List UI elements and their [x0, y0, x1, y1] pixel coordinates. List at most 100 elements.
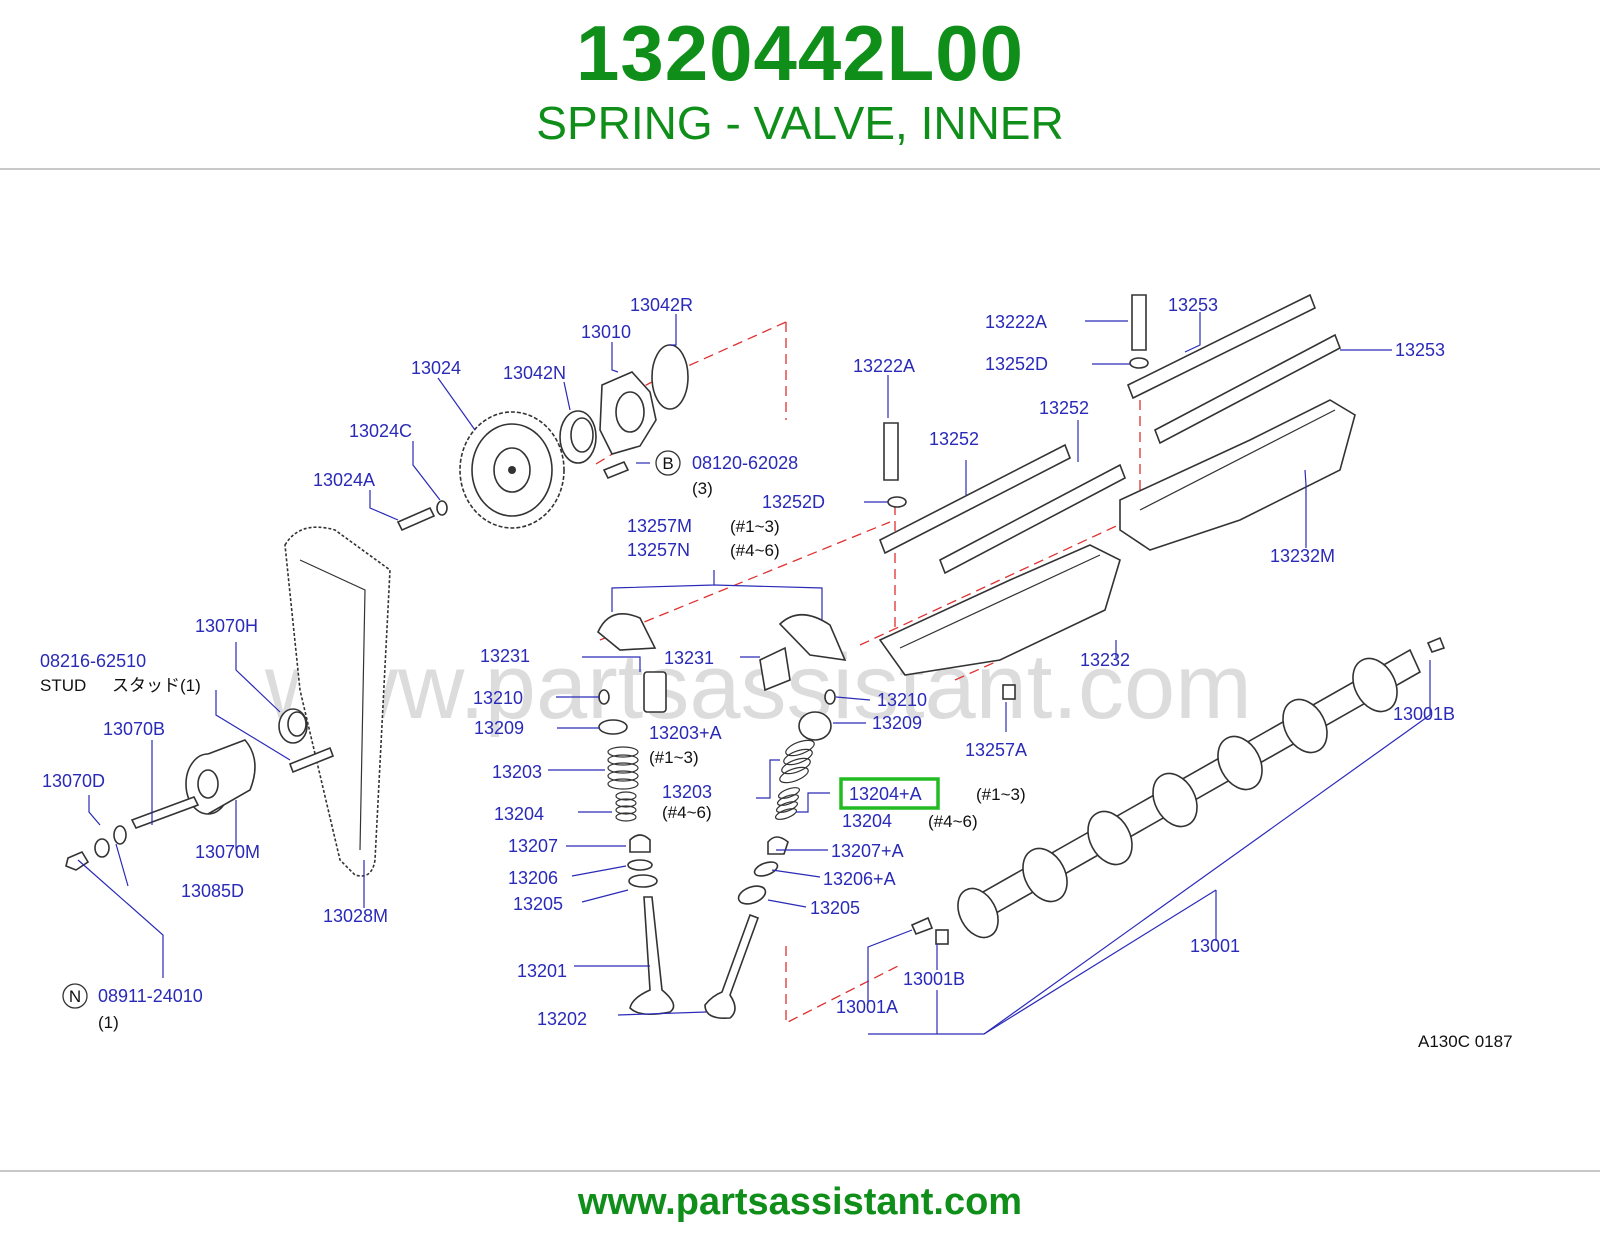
timing-belt — [284, 526, 391, 877]
label-13204-right-note: (#4~6) — [928, 812, 978, 831]
label-13206a[interactable]: 13206+A — [823, 869, 896, 889]
label-13205-right[interactable]: 13205 — [810, 898, 860, 918]
valve-spring-outer-right — [779, 739, 815, 784]
label-13203a-note: (#1~3) — [649, 748, 699, 767]
label-13203a[interactable]: 13203+A — [649, 723, 722, 743]
label-13202[interactable]: 13202 — [537, 1009, 587, 1029]
rocker-arm-assembly-upper — [1119, 399, 1356, 551]
label-13204-left[interactable]: 13204 — [494, 804, 544, 824]
label-13001a[interactable]: 13001A — [836, 997, 898, 1017]
timing-pulley — [459, 411, 565, 529]
label-13252-left[interactable]: 13252 — [929, 429, 979, 449]
label-13257a[interactable]: 13257A — [965, 740, 1027, 760]
label-13257n-note: (#4~6) — [730, 541, 780, 560]
label-13028m[interactable]: 13028M — [323, 906, 388, 926]
label-13232[interactable]: 13232 — [1080, 650, 1130, 670]
label-13001b-right[interactable]: 13001B — [1393, 704, 1455, 724]
washer — [113, 825, 127, 845]
lash-adjuster-right — [759, 646, 791, 692]
n-symbol-circle — [62, 983, 88, 1009]
label-13070h[interactable]: 13070H — [195, 616, 258, 636]
label-08911-qty: (1) — [98, 1013, 119, 1032]
label-13252d-upper[interactable]: 13252D — [985, 354, 1048, 374]
rocker-arm-right — [778, 613, 847, 661]
part-number-title: 1320442L00 — [575, 9, 1025, 97]
part-name-subtitle: SPRING - VALVE, INNER — [536, 97, 1064, 149]
label-13231-right[interactable]: 13231 — [664, 648, 714, 668]
label-13210-right[interactable]: 13210 — [877, 690, 927, 710]
label-13203-left[interactable]: 13203 — [492, 762, 542, 782]
valve-spring-outer-left — [607, 746, 639, 790]
rocker-shafts — [878, 293, 1342, 575]
washer-2 — [94, 838, 110, 858]
label-13257m[interactable]: 13257M — [627, 516, 692, 536]
label-stud: STUD — [40, 676, 86, 695]
label-08120-62028[interactable]: 08120-62028 — [692, 453, 798, 473]
label-13203-right[interactable]: 13203 — [662, 782, 712, 802]
watermark: www.partsassistant.com — [264, 636, 1252, 738]
rocker-arm-assembly-lower — [878, 544, 1121, 676]
oil-seal — [559, 410, 597, 464]
lash-adjuster-plug — [1002, 684, 1016, 700]
label-13257m-note: (#1~3) — [730, 517, 780, 536]
tensioner-pulley — [185, 739, 256, 815]
part-labels: 13042R 13010 13024 13042N 13024C 13024A … — [40, 295, 1513, 1051]
label-13024c[interactable]: 13024C — [349, 421, 412, 441]
label-13232m[interactable]: 13232M — [1270, 546, 1335, 566]
label-13204a[interactable]: 13204+A — [849, 784, 922, 804]
dowel-pin — [910, 916, 934, 936]
label-13209-right[interactable]: 13209 — [872, 713, 922, 733]
o-ring — [651, 344, 689, 410]
label-13231-left[interactable]: 13231 — [480, 646, 530, 666]
label-13070d[interactable]: 13070D — [42, 771, 105, 791]
label-13201[interactable]: 13201 — [517, 961, 567, 981]
tensioner-spring — [278, 708, 308, 744]
label-13070b[interactable]: 13070B — [103, 719, 165, 739]
label-08120-qty: (3) — [692, 479, 713, 498]
label-08216-62510[interactable]: 08216-62510 — [40, 651, 146, 671]
label-13042n[interactable]: 13042N — [503, 363, 566, 383]
label-08911-24010[interactable]: 08911-24010 — [98, 986, 203, 1006]
footer-url[interactable]: www.partsassistant.com — [577, 1181, 1023, 1223]
label-13206[interactable]: 13206 — [508, 868, 558, 888]
selected-part-highlight — [839, 777, 940, 810]
valve-train-left — [598, 689, 675, 1016]
label-13042r[interactable]: 13042R — [630, 295, 693, 315]
label-13253-right[interactable]: 13253 — [1395, 340, 1445, 360]
bottom-divider — [0, 1170, 1600, 1172]
valve-spring-inner-right — [774, 787, 801, 820]
b-symbol-circle — [655, 450, 681, 476]
leader-lines — [77, 312, 1431, 1035]
label-13209-left[interactable]: 13209 — [474, 718, 524, 738]
dowel-pin-3 — [1426, 636, 1446, 653]
label-13024a[interactable]: 13024A — [313, 470, 375, 490]
label-13222a-upper[interactable]: 13222A — [985, 312, 1047, 332]
label-13222a-lower[interactable]: 13222A — [853, 356, 915, 376]
top-divider — [0, 168, 1600, 170]
nut — [65, 850, 90, 871]
label-13085d[interactable]: 13085D — [181, 881, 244, 901]
label-13205-left[interactable]: 13205 — [513, 894, 563, 914]
label-13001b-lower[interactable]: 13001B — [903, 969, 965, 989]
label-13207[interactable]: 13207 — [508, 836, 558, 856]
label-13210-left[interactable]: 13210 — [473, 688, 523, 708]
label-13001[interactable]: 13001 — [1190, 936, 1240, 956]
label-13252d-lower[interactable]: 13252D — [762, 492, 825, 512]
label-13207a[interactable]: 13207+A — [831, 841, 904, 861]
label-13253-upper[interactable]: 13253 — [1168, 295, 1218, 315]
label-13257n[interactable]: 13257N — [627, 540, 690, 560]
label-13252-right[interactable]: 13252 — [1039, 398, 1089, 418]
rocker-arm-left — [597, 613, 657, 651]
dowel-pin-2 — [935, 929, 949, 945]
valve-spring-inner-left — [615, 791, 637, 822]
tensioner-bolt — [130, 796, 200, 829]
label-13204a-note: (#1~3) — [976, 785, 1026, 804]
label-13204-right[interactable]: 13204 — [842, 811, 892, 831]
front-housing — [599, 371, 657, 455]
label-13203-right-note: (#4~6) — [662, 803, 712, 822]
label-13024[interactable]: 13024 — [411, 358, 461, 378]
b-symbol: B — [662, 454, 673, 473]
label-13070m[interactable]: 13070M — [195, 842, 260, 862]
camshaft — [957, 648, 1422, 939]
label-13010[interactable]: 13010 — [581, 322, 631, 342]
